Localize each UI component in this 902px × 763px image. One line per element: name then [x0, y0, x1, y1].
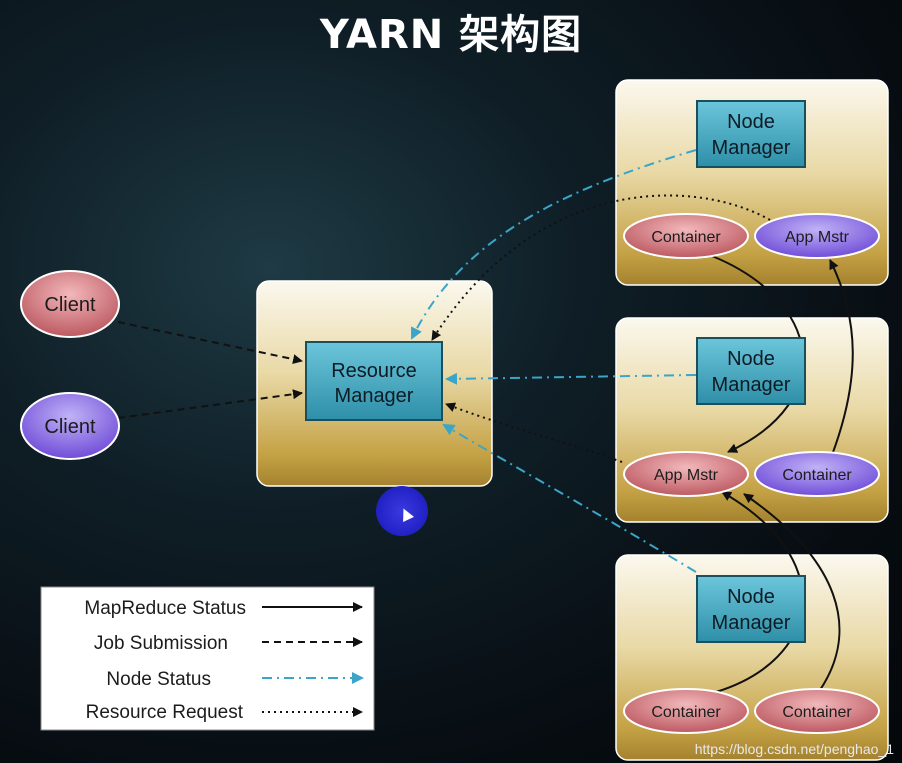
node1-left-oval-label: Container [651, 229, 721, 246]
node-manager-box-1 [696, 100, 806, 168]
node2-container-oval [754, 451, 880, 497]
node2-appmstr-oval [623, 451, 749, 497]
watermark-url: https://blog.csdn.net/penghao_1 [694, 741, 894, 757]
node-manager-box-3 [696, 575, 806, 643]
legend-box [40, 586, 375, 731]
resource-manager-label-line1: Resource [331, 360, 417, 382]
edge-node2-status [445, 372, 697, 385]
node2-left-oval-label: App Mstr [654, 467, 719, 484]
legend-node-status-label: Node Status [106, 669, 211, 690]
resource-manager-box [305, 341, 443, 421]
resource-manager-label-line2: Manager [335, 385, 414, 407]
node-manager-2-label-line1: Node [727, 348, 775, 370]
legend-job-submission-label: Job Submission [94, 633, 228, 654]
legend-resource-request-label: Resource Request [86, 702, 244, 723]
edge-container2-to-appmstr1 [829, 259, 854, 456]
client-2-label: Client [44, 416, 96, 438]
node1-container-oval [623, 213, 749, 259]
node-manager-box-2 [696, 337, 806, 405]
edge-container3b-to-appmstr2 [743, 493, 841, 691]
node-manager-1-label-line2: Manager [712, 137, 791, 159]
node-manager-2-label-line2: Manager [712, 374, 791, 396]
node3-container-oval-b [754, 688, 880, 734]
node-manager-3-label-line1: Node [727, 586, 775, 608]
client-1-label: Client [44, 294, 96, 316]
node3-left-oval-label: Container [651, 704, 721, 721]
diagram-title: YARN 架构图 [319, 12, 583, 58]
node3-right-oval-label: Container [782, 704, 852, 721]
node1-right-oval-label: App Mstr [785, 229, 850, 246]
node2-right-oval-label: Container [782, 467, 852, 484]
legend-mapreduce-status-label: MapReduce Status [84, 598, 246, 619]
client-oval-1 [20, 270, 120, 338]
node-manager-1-label-line1: Node [727, 111, 775, 133]
node3-container-oval-a [623, 688, 749, 734]
edge-client2-to-rm [117, 389, 303, 419]
edge-appmstr1-request [431, 194, 771, 341]
node-manager-3-label-line2: Manager [712, 612, 791, 634]
edge-node1-status [411, 149, 697, 340]
pointer-highlight [376, 486, 428, 536]
edge-client1-to-rm [117, 321, 303, 365]
node1-appmstr-oval [754, 213, 880, 259]
client-oval-2 [20, 392, 120, 460]
